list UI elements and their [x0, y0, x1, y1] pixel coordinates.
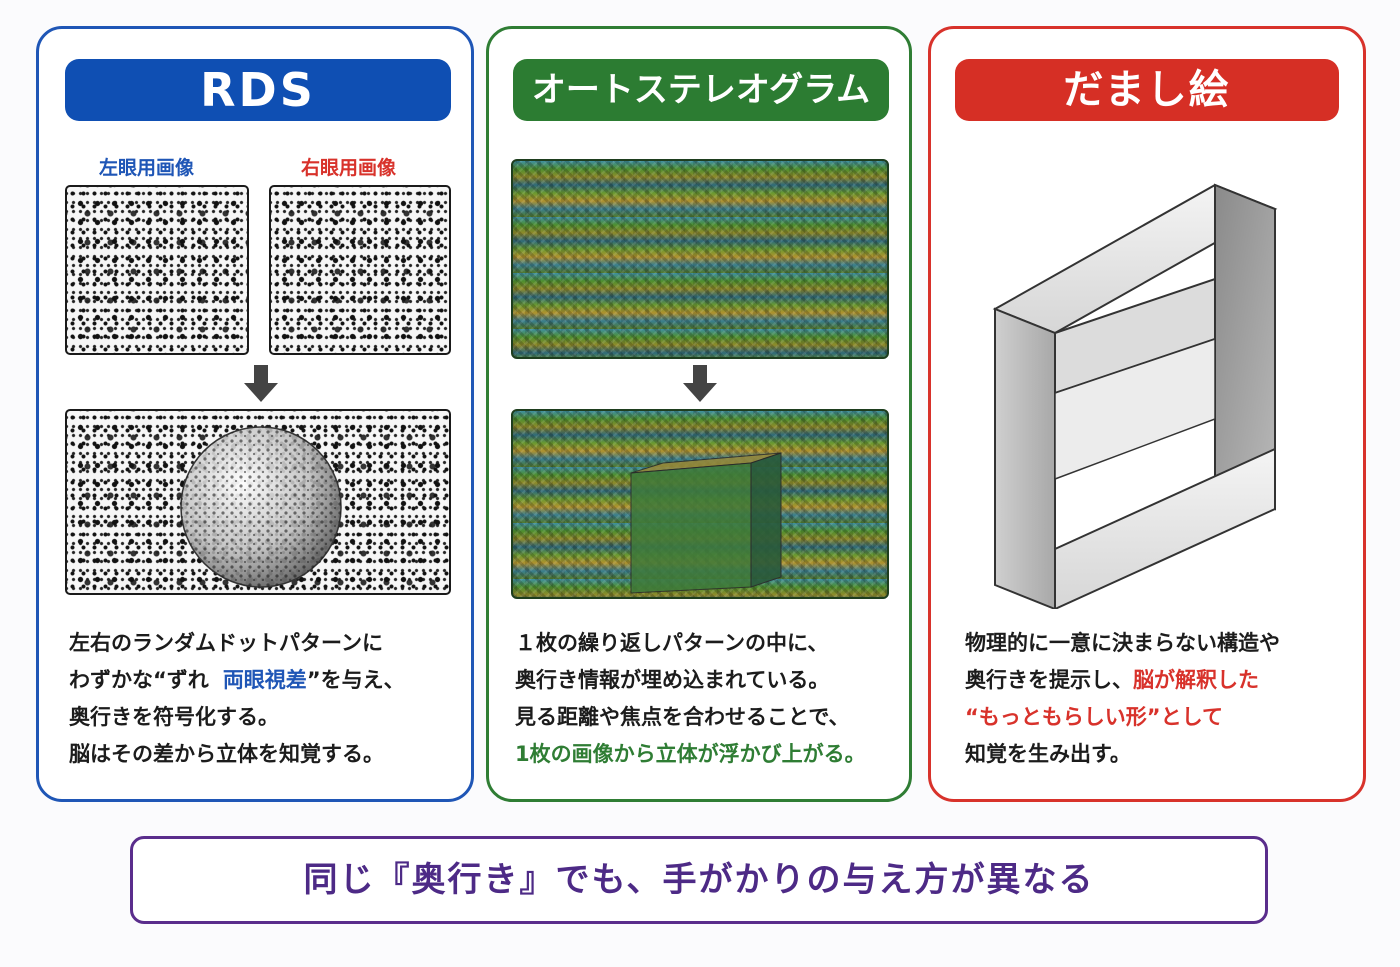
impossible-triangle-illustration [992, 183, 1278, 609]
autostereogram-title: オートステレオグラム [513, 59, 889, 121]
illusion-desc-line: “もっともらしい形”として [965, 699, 1280, 736]
illusion-desc-line: 物理的に一意に決まらない構造や [965, 631, 1280, 655]
right-eye-label: 右眼用画像 [301, 157, 397, 179]
cube-illustration [630, 452, 782, 594]
left-eye-random-dots [65, 185, 249, 355]
rds-desc-line: 脳はその差から立体を知覚する。 [69, 742, 384, 766]
rds-description: 左右のランダムドットパターンに わずかな“ずれ両眼視差”を与え、 奥行きを符号化… [69, 625, 405, 773]
left-eye-label: 左眼用画像 [99, 157, 195, 179]
rds-title: RDS [65, 59, 451, 121]
rds-desc-line: 奥行きを符号化する。 [69, 705, 279, 729]
rds-desc-segment: わずかな“ずれ [69, 668, 209, 692]
autostereogram-result [511, 409, 889, 599]
binocular-disparity-term: 両眼視差 [222, 668, 307, 692]
rds-desc-segment: ”を与え、 [306, 668, 405, 692]
illusion-highlight-segment: “もっともらしい形” [965, 705, 1161, 729]
right-eye-random-dots [269, 185, 451, 355]
autostereogram-description: １枚の繰り返しパターンの中に、 奥行き情報が埋め込まれている。 見る距離や焦点を… [515, 625, 866, 773]
autostereogram-desc-line: 見る距離や焦点を合わせることで、 [515, 705, 850, 729]
illusion-desc-line: 知覚を生み出す。 [965, 742, 1131, 766]
autostereogram-panel: オートステレオグラム １枚の繰り返しパターンの中に、 奥行き情報が埋め込まれてい… [486, 26, 912, 802]
autostereogram-pattern [511, 159, 889, 359]
illusion-panel: だまし絵 物理的に一意に決まらない構造や 奥行きを提示し、脳が解釈した “もっと… [928, 26, 1366, 802]
footer-summary: 同じ『奥行き』でも、手がかりの与え方が異なる [130, 836, 1268, 924]
illusion-highlight-segment: として [1160, 705, 1223, 729]
illusion-description: 物理的に一意に決まらない構造や 奥行きを提示し、脳が解釈した “もっともらしい形… [965, 625, 1280, 773]
illusion-desc-line: 奥行きを提示し、脳が解釈した [965, 662, 1280, 699]
illusion-desc-segment: 奥行きを提示し、 [965, 668, 1133, 692]
footer-text: 同じ『奥行き』でも、手がかりの与え方が異なる [303, 860, 1095, 900]
autostereogram-desc-line: １枚の繰り返しパターンの中に、 [515, 631, 829, 655]
rds-desc-line: 左右のランダムドットパターンに [69, 631, 383, 655]
illusion-title: だまし絵 [955, 59, 1339, 121]
autostereogram-desc-line: 奥行き情報が埋め込まれている。 [515, 668, 830, 692]
down-arrow-icon [683, 365, 717, 402]
illusion-highlight-segment: 脳が解釈した [1133, 668, 1259, 692]
rds-panel: RDS 左眼用画像 右眼用画像 左右のランダムドットパタ [36, 26, 474, 802]
sphere-illustration [180, 426, 342, 588]
autostereogram-highlight-line: 1枚の画像から立体が浮かび上がる。 [515, 742, 866, 766]
rds-fused-result [65, 409, 451, 595]
down-arrow-icon [244, 365, 278, 402]
rds-desc-line: わずかな“ずれ両眼視差”を与え、 [69, 662, 405, 699]
